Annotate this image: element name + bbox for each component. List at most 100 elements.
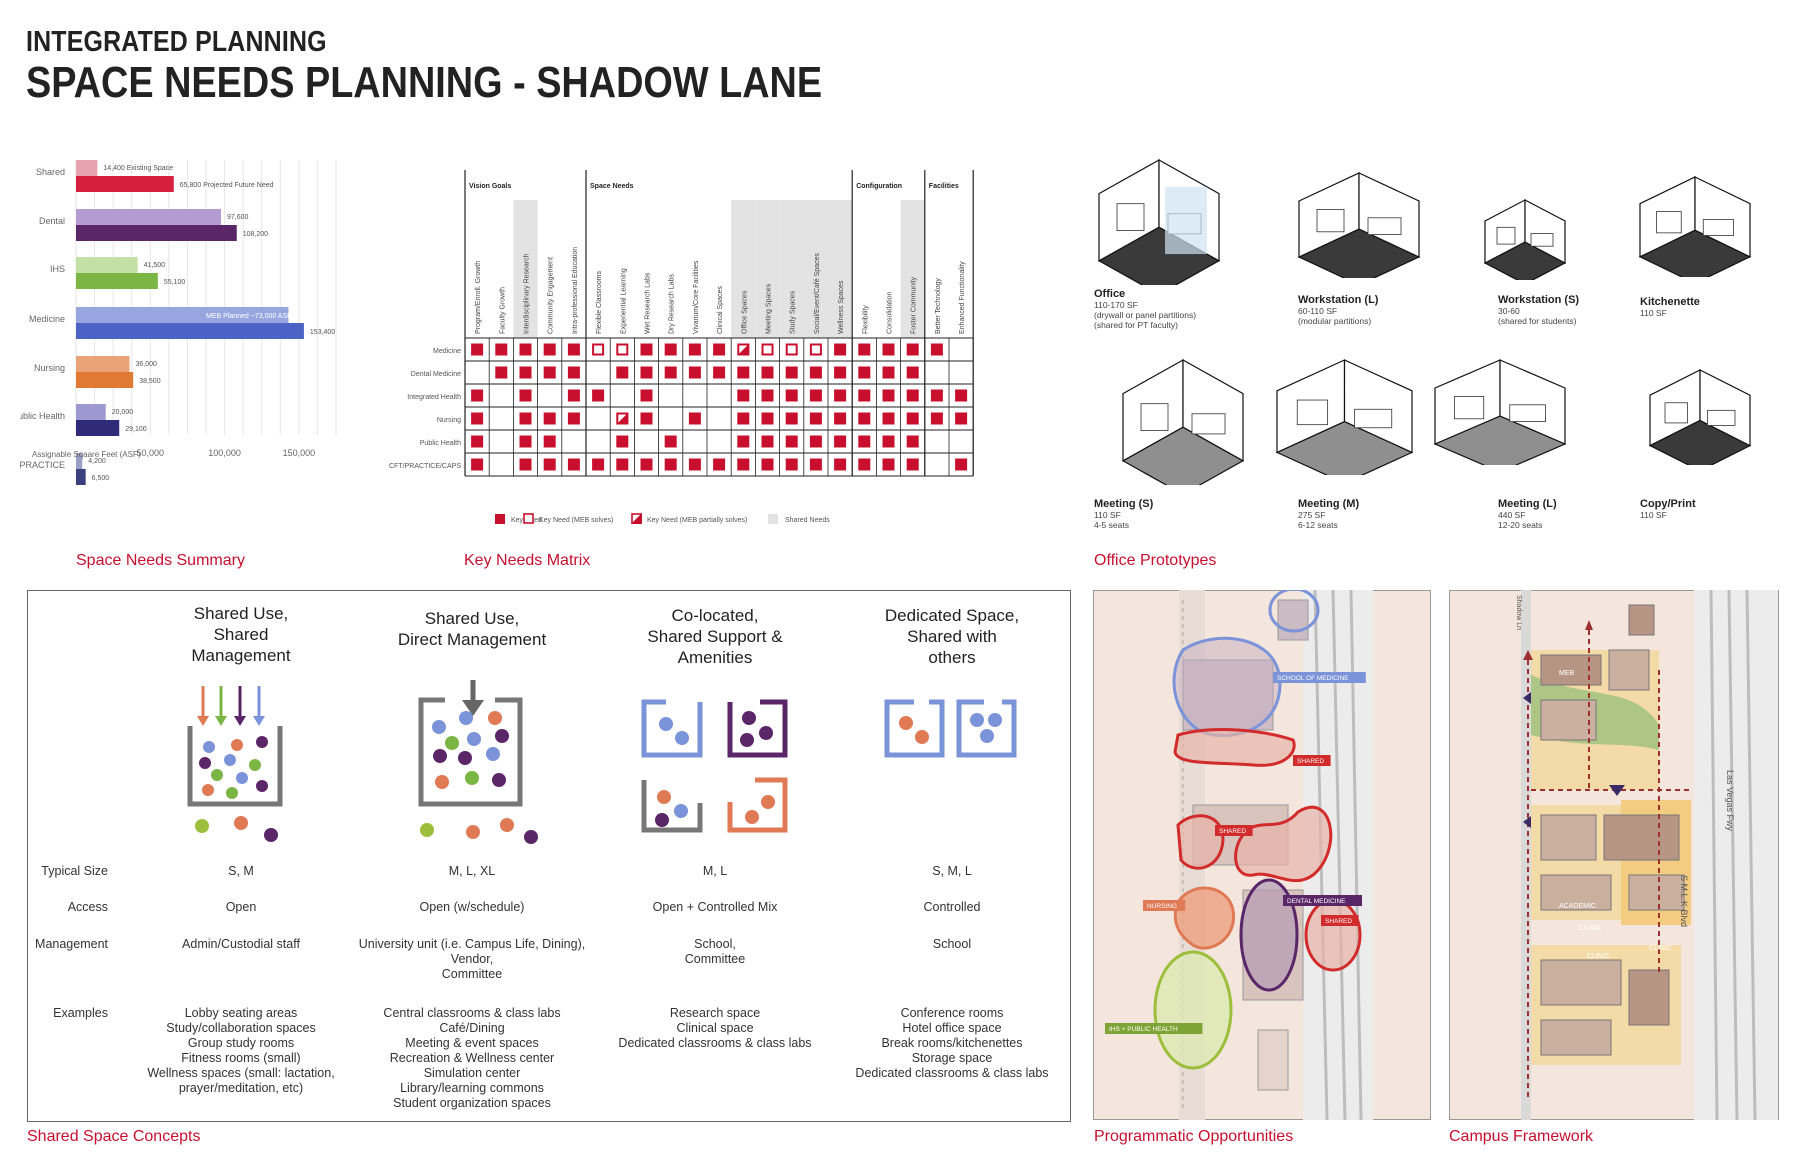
concept-cell-line: Meeting & event spaces	[405, 1036, 539, 1050]
bar-future	[76, 372, 134, 388]
matrix-row-label: CFT/PRACTICE/CAPS	[389, 463, 461, 470]
category-label: Shared	[36, 167, 65, 177]
key-need-mark	[688, 366, 701, 379]
key-need-meb-mark	[785, 343, 798, 356]
shared-need-column	[755, 200, 780, 338]
key-need-mark	[737, 412, 750, 425]
furniture	[1296, 399, 1329, 426]
matrix-column-label: Consolidation	[887, 291, 894, 334]
key-need-mark	[664, 343, 677, 356]
key-need-mark	[930, 389, 943, 402]
bar-label: 20,000	[112, 409, 134, 416]
caption-office-prototypes: Office Prototypes	[1094, 552, 1217, 569]
furniture	[1354, 408, 1393, 429]
key-need-mark	[930, 412, 943, 425]
group-header: Space Needs	[590, 183, 634, 190]
furniture	[1367, 217, 1402, 235]
key-need-mark	[519, 366, 532, 379]
key-need-mark	[809, 389, 822, 402]
concept-cell-line: M, L, XL	[448, 864, 496, 878]
bar-existing	[76, 257, 138, 273]
key-need-mark	[882, 343, 895, 356]
prototype-desc: (shared for PT faculty)	[1094, 320, 1178, 330]
glass-partition	[1165, 186, 1207, 255]
furniture	[1664, 402, 1688, 424]
prototype-desc: 110 SF	[1640, 308, 1667, 318]
concept-title-line: Dedicated Space,	[884, 606, 1020, 625]
concept-cell-line: Wellness spaces (small: lactation,	[147, 1066, 335, 1080]
key-need-mark	[955, 458, 968, 471]
concept-title-line: Co-located,	[671, 606, 759, 625]
concept-4-diagram	[884, 699, 1017, 758]
prototype-desc: 110-170 SF	[1094, 300, 1138, 310]
concept-cell: School	[822, 937, 1082, 952]
x-tick-label: 50,000	[137, 448, 165, 458]
key-need-mark	[737, 366, 750, 379]
concept-cell-line: Hotel office space	[902, 1021, 1002, 1035]
matrix-column-label: Flexibility	[862, 305, 869, 334]
bar-label: 65,800 Projected Future Need	[180, 182, 274, 189]
concept-cell-line: Student organization spaces	[393, 1096, 551, 1110]
key-need-mark	[688, 412, 701, 425]
key-need-mark	[906, 343, 919, 356]
concept-title: Shared Use,Direct Management	[362, 608, 582, 650]
key-need-mark	[567, 343, 580, 356]
concept-cell: M, L, XL	[342, 864, 602, 879]
concept-row-label: Examples	[53, 1006, 108, 1020]
bar-future	[76, 225, 237, 241]
matrix-column-label: Wet Research Labs	[645, 272, 652, 334]
map-building-label: CLINIC	[1579, 925, 1602, 932]
concept-cell-line: S, M	[228, 864, 254, 878]
key-need-mark	[809, 366, 822, 379]
shared-need-column	[900, 200, 925, 338]
map-tag-label: SHARED	[1325, 918, 1352, 925]
key-need-mark	[761, 435, 774, 448]
shared-need-column	[513, 200, 538, 338]
concept-2-diagram	[418, 680, 538, 844]
concept-cell-line: Vendor,	[450, 952, 494, 966]
key-need-mark	[882, 458, 895, 471]
map-tag-label: SHARED	[1297, 758, 1324, 765]
legend-label: Key Need (MEB partially solves)	[647, 517, 747, 524]
furniture	[1707, 409, 1736, 426]
concept-cell: School,Committee	[585, 937, 845, 967]
concept-cell-line: Dedicated classrooms & class labs	[618, 1036, 812, 1050]
x-tick-label: 150,000	[283, 448, 316, 458]
map-tag-label: SHARED	[1219, 828, 1246, 835]
key-need-mark	[616, 366, 629, 379]
matrix-column-label: Flexible Classrooms	[596, 270, 603, 334]
group-header: Configuration	[856, 183, 902, 190]
prototype-label: Workstation (L)60-110 SF(modular partiti…	[1298, 294, 1378, 326]
key-need-mark	[567, 458, 580, 471]
furniture	[1496, 226, 1516, 245]
group-header: Vision Goals	[469, 183, 511, 190]
prototype-illustration	[1297, 172, 1421, 278]
bar-existing	[76, 307, 289, 323]
shared-need-column	[828, 200, 853, 338]
key-need-mark	[858, 343, 871, 356]
street-label: Las Vegas Fwy	[1725, 770, 1735, 832]
concept-cell-line: School,	[694, 937, 736, 951]
group-header: Facilities	[929, 183, 959, 190]
key-need-mark	[471, 412, 484, 425]
key-need-mark	[495, 343, 508, 356]
prototype-name: Kitchenette	[1640, 296, 1700, 308]
room-wall	[1524, 199, 1566, 264]
matrix-row-label: Integrated Health	[407, 394, 461, 401]
concept-cell-line: University unit (i.e. Campus Life, Dinin…	[358, 937, 586, 951]
key-need-mark	[519, 458, 532, 471]
key-need-mark	[882, 412, 895, 425]
key-need-meb-mark	[809, 343, 822, 356]
concept-cell: Admin/Custodial staff	[111, 937, 371, 952]
key-need-mark	[664, 366, 677, 379]
matrix-column-label: Study Spaces	[790, 290, 797, 334]
map-tag-label: DENTAL MEDICINE	[1287, 898, 1346, 905]
key-need-mark	[906, 366, 919, 379]
prototype-name: Meeting (S)	[1094, 498, 1154, 510]
key-need-mark	[592, 389, 605, 402]
